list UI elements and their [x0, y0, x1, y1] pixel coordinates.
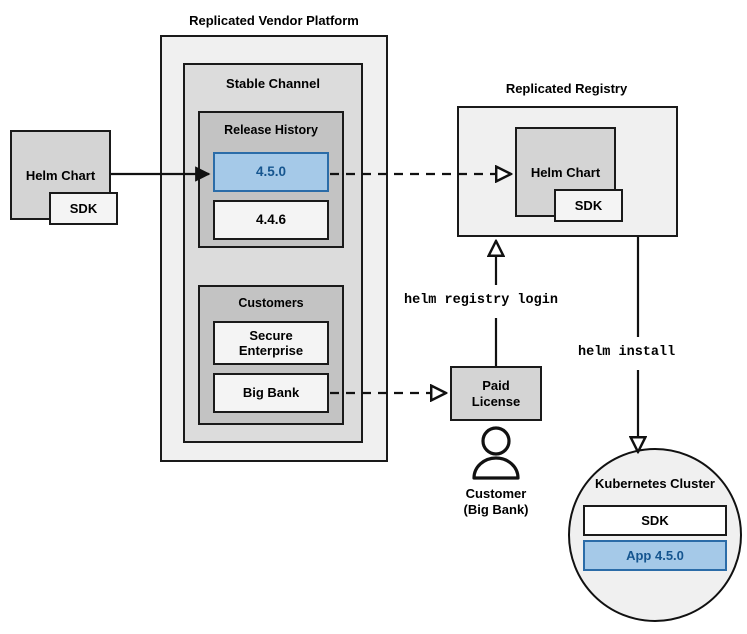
cluster-component-app: App 4.5.0	[583, 540, 727, 571]
vendor-platform-title: Replicated Vendor Platform	[189, 13, 359, 28]
cluster-component-sdk: SDK	[583, 505, 727, 536]
stable-channel-title: Stable Channel	[226, 76, 320, 91]
source-helm-chart-label: Helm Chart	[25, 168, 96, 183]
customer-item-big-bank[interactable]: Big Bank	[213, 373, 329, 413]
customer-actor-label-line2: (Big Bank)	[463, 502, 529, 517]
registry-helm-chart-label: Helm Chart	[530, 165, 601, 180]
customer-name-label: Secure Enterprise	[238, 327, 304, 358]
customer-actor-label-line1: Customer	[465, 486, 527, 501]
paid-license-line2: License	[471, 393, 521, 409]
customers-title: Customers	[238, 296, 304, 310]
registry-title: Replicated Registry	[505, 81, 628, 96]
command-helm-install: helm install	[578, 345, 676, 360]
registry-sdk-box: SDK	[554, 189, 623, 222]
customer-item-secure-enterprise[interactable]: Secure Enterprise	[213, 321, 329, 365]
release-history-title: Release History	[224, 123, 318, 137]
release-item-4-4-6[interactable]: 4.4.6	[213, 200, 329, 240]
command-helm-registry-login: helm registry login	[404, 293, 558, 308]
release-version-label: 4.5.0	[255, 164, 287, 180]
cluster-component-label: App 4.5.0	[626, 547, 684, 563]
release-item-4-5-0[interactable]: 4.5.0	[213, 152, 329, 192]
paid-license-line1: Paid	[482, 378, 510, 394]
registry-sdk-label: SDK	[574, 197, 603, 213]
release-version-label: 4.4.6	[255, 212, 287, 228]
source-sdk-label: SDK	[69, 200, 98, 216]
cluster-component-label: SDK	[641, 512, 669, 528]
source-sdk-box: SDK	[49, 192, 118, 225]
customer-name-label: Big Bank	[242, 385, 300, 401]
cluster-title: Kubernetes Cluster	[595, 476, 715, 491]
paid-license-box: Paid License	[450, 366, 542, 421]
